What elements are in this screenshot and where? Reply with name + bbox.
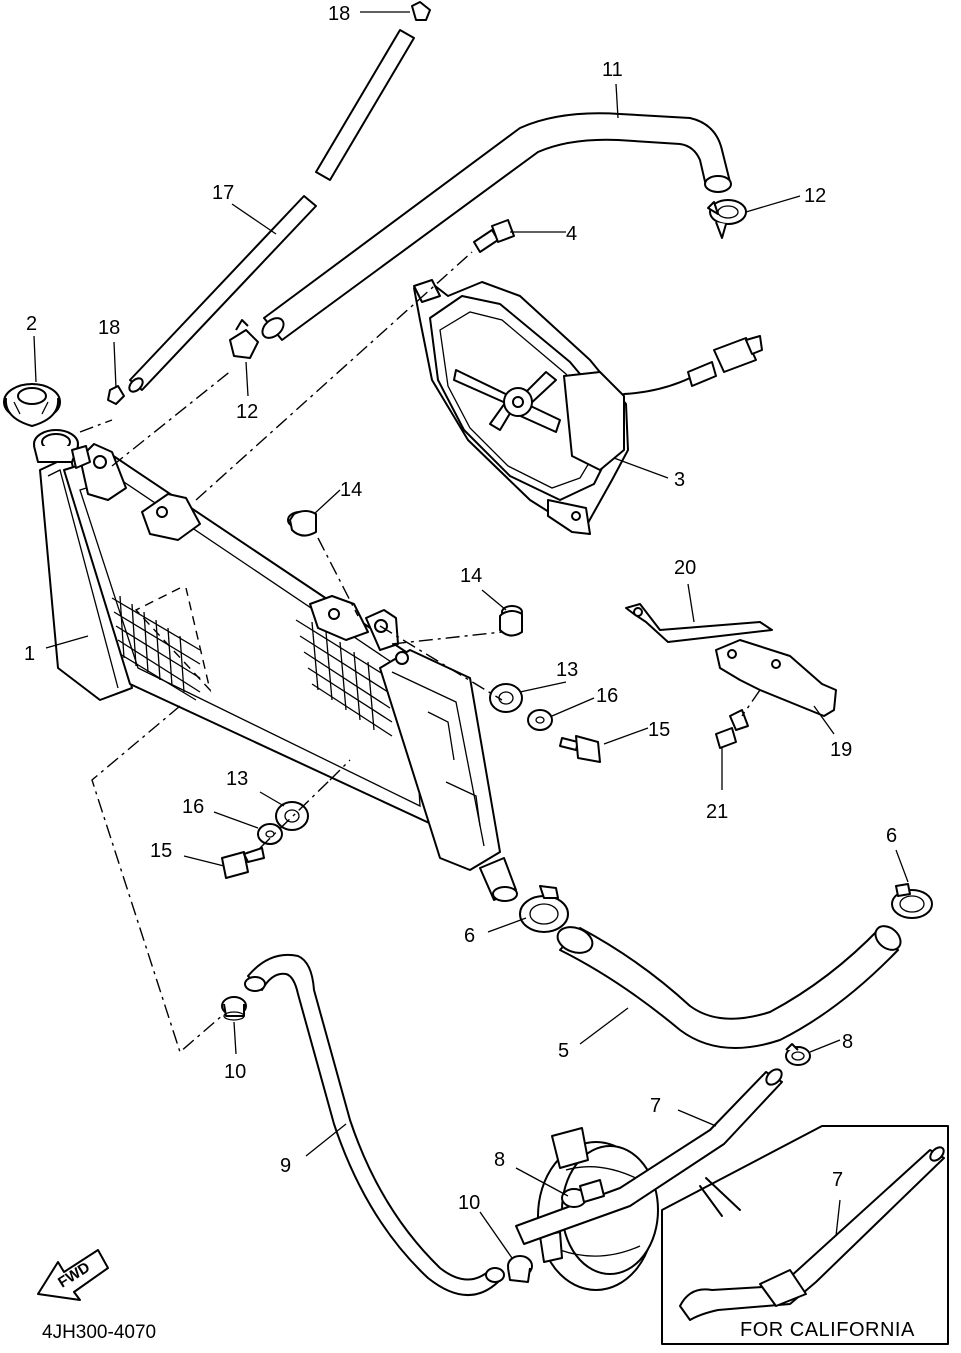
callout-15-right: 15 bbox=[648, 719, 670, 741]
grommet-14-left bbox=[287, 510, 317, 537]
reference-lines bbox=[79, 251, 761, 1054]
callout-6-left: 6 bbox=[464, 925, 475, 947]
clamp-12-left bbox=[229, 319, 259, 359]
clamp-10-bottom bbox=[507, 1255, 533, 1283]
bolt-15-left bbox=[221, 847, 265, 879]
callout-21: 21 bbox=[706, 801, 728, 823]
grommet-14-right bbox=[499, 605, 523, 637]
washer-16-right bbox=[527, 709, 553, 731]
inset-label: FOR CALIFORNIA bbox=[740, 1319, 915, 1341]
callout-16-right: 16 bbox=[596, 685, 618, 707]
bolt-4 bbox=[473, 219, 515, 253]
callout-1: 1 bbox=[24, 643, 35, 665]
callout-12-left: 12 bbox=[236, 401, 258, 423]
callout-20: 20 bbox=[674, 557, 696, 579]
clamp-6-left bbox=[519, 885, 569, 933]
callout-7-inset: 7 bbox=[832, 1169, 843, 1191]
california-inset: FOR CALIFORNIA bbox=[661, 1125, 949, 1345]
hose-17 bbox=[128, 29, 415, 393]
callout-8-pump: 8 bbox=[494, 1149, 505, 1171]
callout-16-left: 16 bbox=[182, 796, 204, 818]
clamp-18-left bbox=[107, 385, 125, 405]
grommet-13-right bbox=[489, 683, 523, 713]
radiator bbox=[33, 429, 518, 902]
callout-leaders bbox=[33, 11, 909, 1259]
callout-10-top: 10 bbox=[224, 1061, 246, 1083]
callout-18-top: 18 bbox=[328, 3, 350, 25]
callout-9: 9 bbox=[280, 1155, 291, 1177]
bracket-20 bbox=[625, 603, 773, 643]
clamp-12-right bbox=[707, 199, 747, 239]
fan-assembly bbox=[413, 279, 763, 535]
callout-10-bottom: 10 bbox=[458, 1192, 480, 1214]
callout-19: 19 bbox=[830, 739, 852, 761]
radiator-fins-right bbox=[295, 619, 393, 737]
callout-3: 3 bbox=[674, 469, 685, 491]
callout-18-left: 18 bbox=[98, 317, 120, 339]
hose-9 bbox=[244, 954, 505, 1296]
washer-16-left bbox=[257, 823, 283, 845]
callout-14-right: 14 bbox=[460, 565, 482, 587]
callout-13-left: 13 bbox=[226, 768, 248, 790]
clamp-6-right bbox=[891, 883, 933, 919]
clamp-8-pump bbox=[561, 1179, 605, 1208]
bracket-19 bbox=[715, 639, 837, 717]
callout-7-main: 7 bbox=[650, 1095, 661, 1117]
fwd-arrow: FWD bbox=[37, 1249, 109, 1301]
callout-6-right: 6 bbox=[886, 825, 897, 847]
callout-13-right: 13 bbox=[556, 659, 578, 681]
hose-5 bbox=[556, 925, 902, 1049]
callout-12-right: 12 bbox=[804, 185, 826, 207]
bolt-21 bbox=[715, 709, 749, 749]
clamp-8-right bbox=[785, 1043, 811, 1066]
radiator-fins-left bbox=[111, 595, 201, 701]
callout-5: 5 bbox=[558, 1040, 569, 1062]
radiator-cap bbox=[3, 383, 61, 427]
hose-7 bbox=[515, 1068, 783, 1245]
callout-14-left: 14 bbox=[340, 479, 362, 501]
clamp-18-top bbox=[411, 1, 431, 21]
callout-17: 17 bbox=[212, 182, 234, 204]
callout-11: 11 bbox=[602, 59, 623, 81]
callout-4: 4 bbox=[566, 223, 577, 245]
callout-8-right: 8 bbox=[842, 1031, 853, 1053]
drawing-code: 4JH300-4070 bbox=[42, 1322, 156, 1343]
callout-15-left: 15 bbox=[150, 840, 172, 862]
hose-11 bbox=[261, 112, 732, 341]
callout-numbers: 1 2 3 4 5 6 6 7 7 8 8 9 10 10 11 12 12 1… bbox=[24, 3, 897, 1214]
clamp-10-top bbox=[221, 996, 247, 1021]
callout-2: 2 bbox=[26, 313, 37, 335]
bolt-15-right bbox=[559, 735, 601, 763]
